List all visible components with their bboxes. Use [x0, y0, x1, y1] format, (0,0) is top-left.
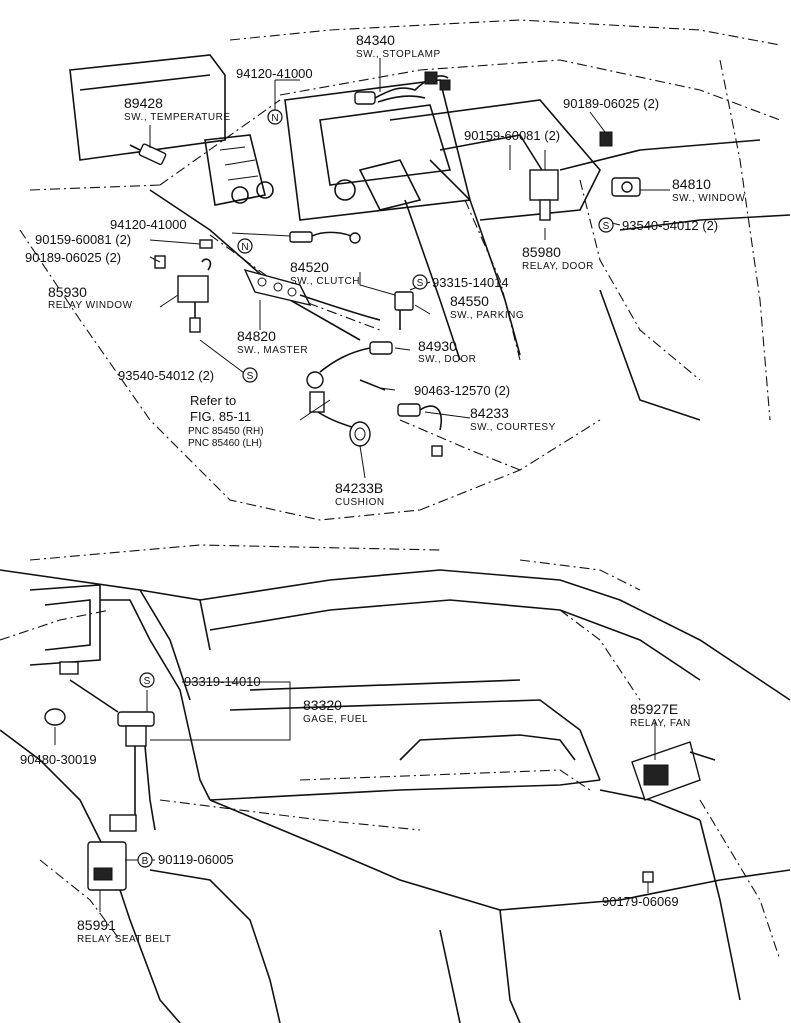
- label-84340-num: 84340: [356, 32, 395, 48]
- label-90463: 90463-12570 (2): [414, 383, 510, 398]
- svg-text:N: N: [241, 242, 248, 253]
- svg-text:N: N: [271, 113, 278, 124]
- clutch-switch-part: [154, 231, 361, 269]
- label-84810-num: 84810: [672, 176, 711, 192]
- svg-text:S: S: [144, 676, 151, 687]
- refer-line-2: FIG. 85-11: [190, 409, 251, 424]
- label-93315: 93315-14014: [432, 275, 509, 290]
- label-83320-name: GAGE, FUEL: [303, 714, 368, 725]
- label-84550-num: 84550: [450, 293, 489, 309]
- bottom-parts: [44, 661, 716, 891]
- b-symbol: B: [137, 852, 153, 868]
- fuel-gage-part: [59, 661, 156, 832]
- label-85927e-num: 85927E: [630, 701, 678, 717]
- fan-relay-part: [631, 741, 716, 801]
- courtesy-switch-part: [397, 403, 443, 457]
- s-symbol-3: S: [242, 367, 258, 383]
- label-94120-b: 94120-41000: [110, 217, 187, 232]
- svg-text:B: B: [142, 856, 149, 867]
- label-89428-num: 89428: [124, 95, 163, 111]
- bottom-symbols: S B: [137, 672, 155, 868]
- label-84520-num: 84520: [290, 259, 329, 275]
- svg-text:S: S: [247, 371, 254, 382]
- label-85930-num: 85930: [48, 284, 87, 300]
- label-84340-name: SW., STOPLAMP: [356, 49, 441, 60]
- window-relay-part: [177, 258, 212, 333]
- refer-line-3: PNC 85450 (RH): [188, 426, 264, 437]
- label-84810-name: SW., WINDOW: [672, 193, 745, 204]
- label-84820-num: 84820: [237, 328, 276, 344]
- label-84233b-num: 84233B: [335, 480, 383, 496]
- s-symbol-2: S: [412, 274, 428, 290]
- label-90119: 90119-06005: [158, 852, 234, 867]
- parking-switch-part: [394, 291, 414, 330]
- n-symbol-2: N: [237, 238, 253, 254]
- label-93540-b: 93540-54012 (2): [118, 368, 214, 383]
- label-90159-b: 90159-60081 (2): [35, 232, 131, 247]
- top-labels: 84340 SW., STOPLAMP 94120-41000 89428 SW…: [25, 32, 745, 508]
- door-switch-part: [306, 341, 393, 429]
- label-84520-name: SW., CLUTCH: [290, 276, 360, 287]
- label-90480: 90480-30019: [20, 752, 97, 767]
- grommet-part: [44, 708, 66, 726]
- window-switch-part: [611, 177, 641, 197]
- label-84930-num: 84930: [418, 338, 457, 354]
- label-90159-a: 90159-60081 (2): [464, 128, 560, 143]
- label-85930-name: RELAY WINDOW: [48, 300, 133, 311]
- label-93319: 93319-14010: [184, 674, 261, 689]
- label-90179: 90179-06069: [602, 894, 679, 909]
- s-symbol-4: S: [139, 672, 155, 688]
- svg-text:S: S: [603, 221, 610, 232]
- label-84233-num: 84233: [470, 405, 509, 421]
- label-85927e-name: RELAY, FAN: [630, 718, 691, 729]
- label-84550-name: SW., PARKING: [450, 310, 524, 321]
- label-83320-num: 83320: [303, 697, 342, 713]
- label-85980-name: RELAY, DOOR: [522, 261, 594, 272]
- label-84930-name: SW., DOOR: [418, 354, 476, 365]
- label-93540-a: 93540-54012 (2): [622, 218, 718, 233]
- clip-part: [642, 871, 654, 883]
- temperature-switch-part: [129, 143, 167, 165]
- bottom-labels: 93319-14010 83320 GAGE, FUEL 90480-30019…: [20, 674, 691, 945]
- s-symbol-1: S: [598, 217, 614, 233]
- label-94120-a: 94120-41000: [236, 66, 313, 81]
- svg-text:S: S: [417, 278, 424, 289]
- master-switch-part: [243, 268, 381, 321]
- label-84233-name: SW., COURTESY: [470, 422, 556, 433]
- label-85991-num: 85991: [77, 917, 116, 933]
- label-85991-name: RELAY SEAT BELT: [77, 934, 171, 945]
- refer-line-4: PNC 85460 (LH): [188, 438, 262, 449]
- top-symbols: N N S S S: [237, 109, 614, 383]
- label-84233b-name: CUSHION: [335, 497, 385, 508]
- label-89428-name: SW., TEMPERATURE: [124, 112, 231, 123]
- stoplamp-switch-part: [354, 71, 451, 105]
- label-85980-num: 85980: [522, 244, 561, 260]
- n-symbol-1: N: [267, 109, 283, 125]
- top-body-outline: [19, 19, 791, 521]
- door-relay-part: [529, 131, 613, 221]
- label-84820-name: SW., MASTER: [237, 345, 308, 356]
- seat-belt-relay-part: [87, 841, 127, 891]
- label-90189-a: 90189-06025 (2): [563, 96, 659, 111]
- cushion-part: [349, 421, 371, 447]
- top-leaders: [149, 58, 670, 479]
- refer-line-1: Refer to: [190, 393, 236, 408]
- top-parts: [129, 71, 641, 457]
- label-90189-b: 90189-06025 (2): [25, 250, 121, 265]
